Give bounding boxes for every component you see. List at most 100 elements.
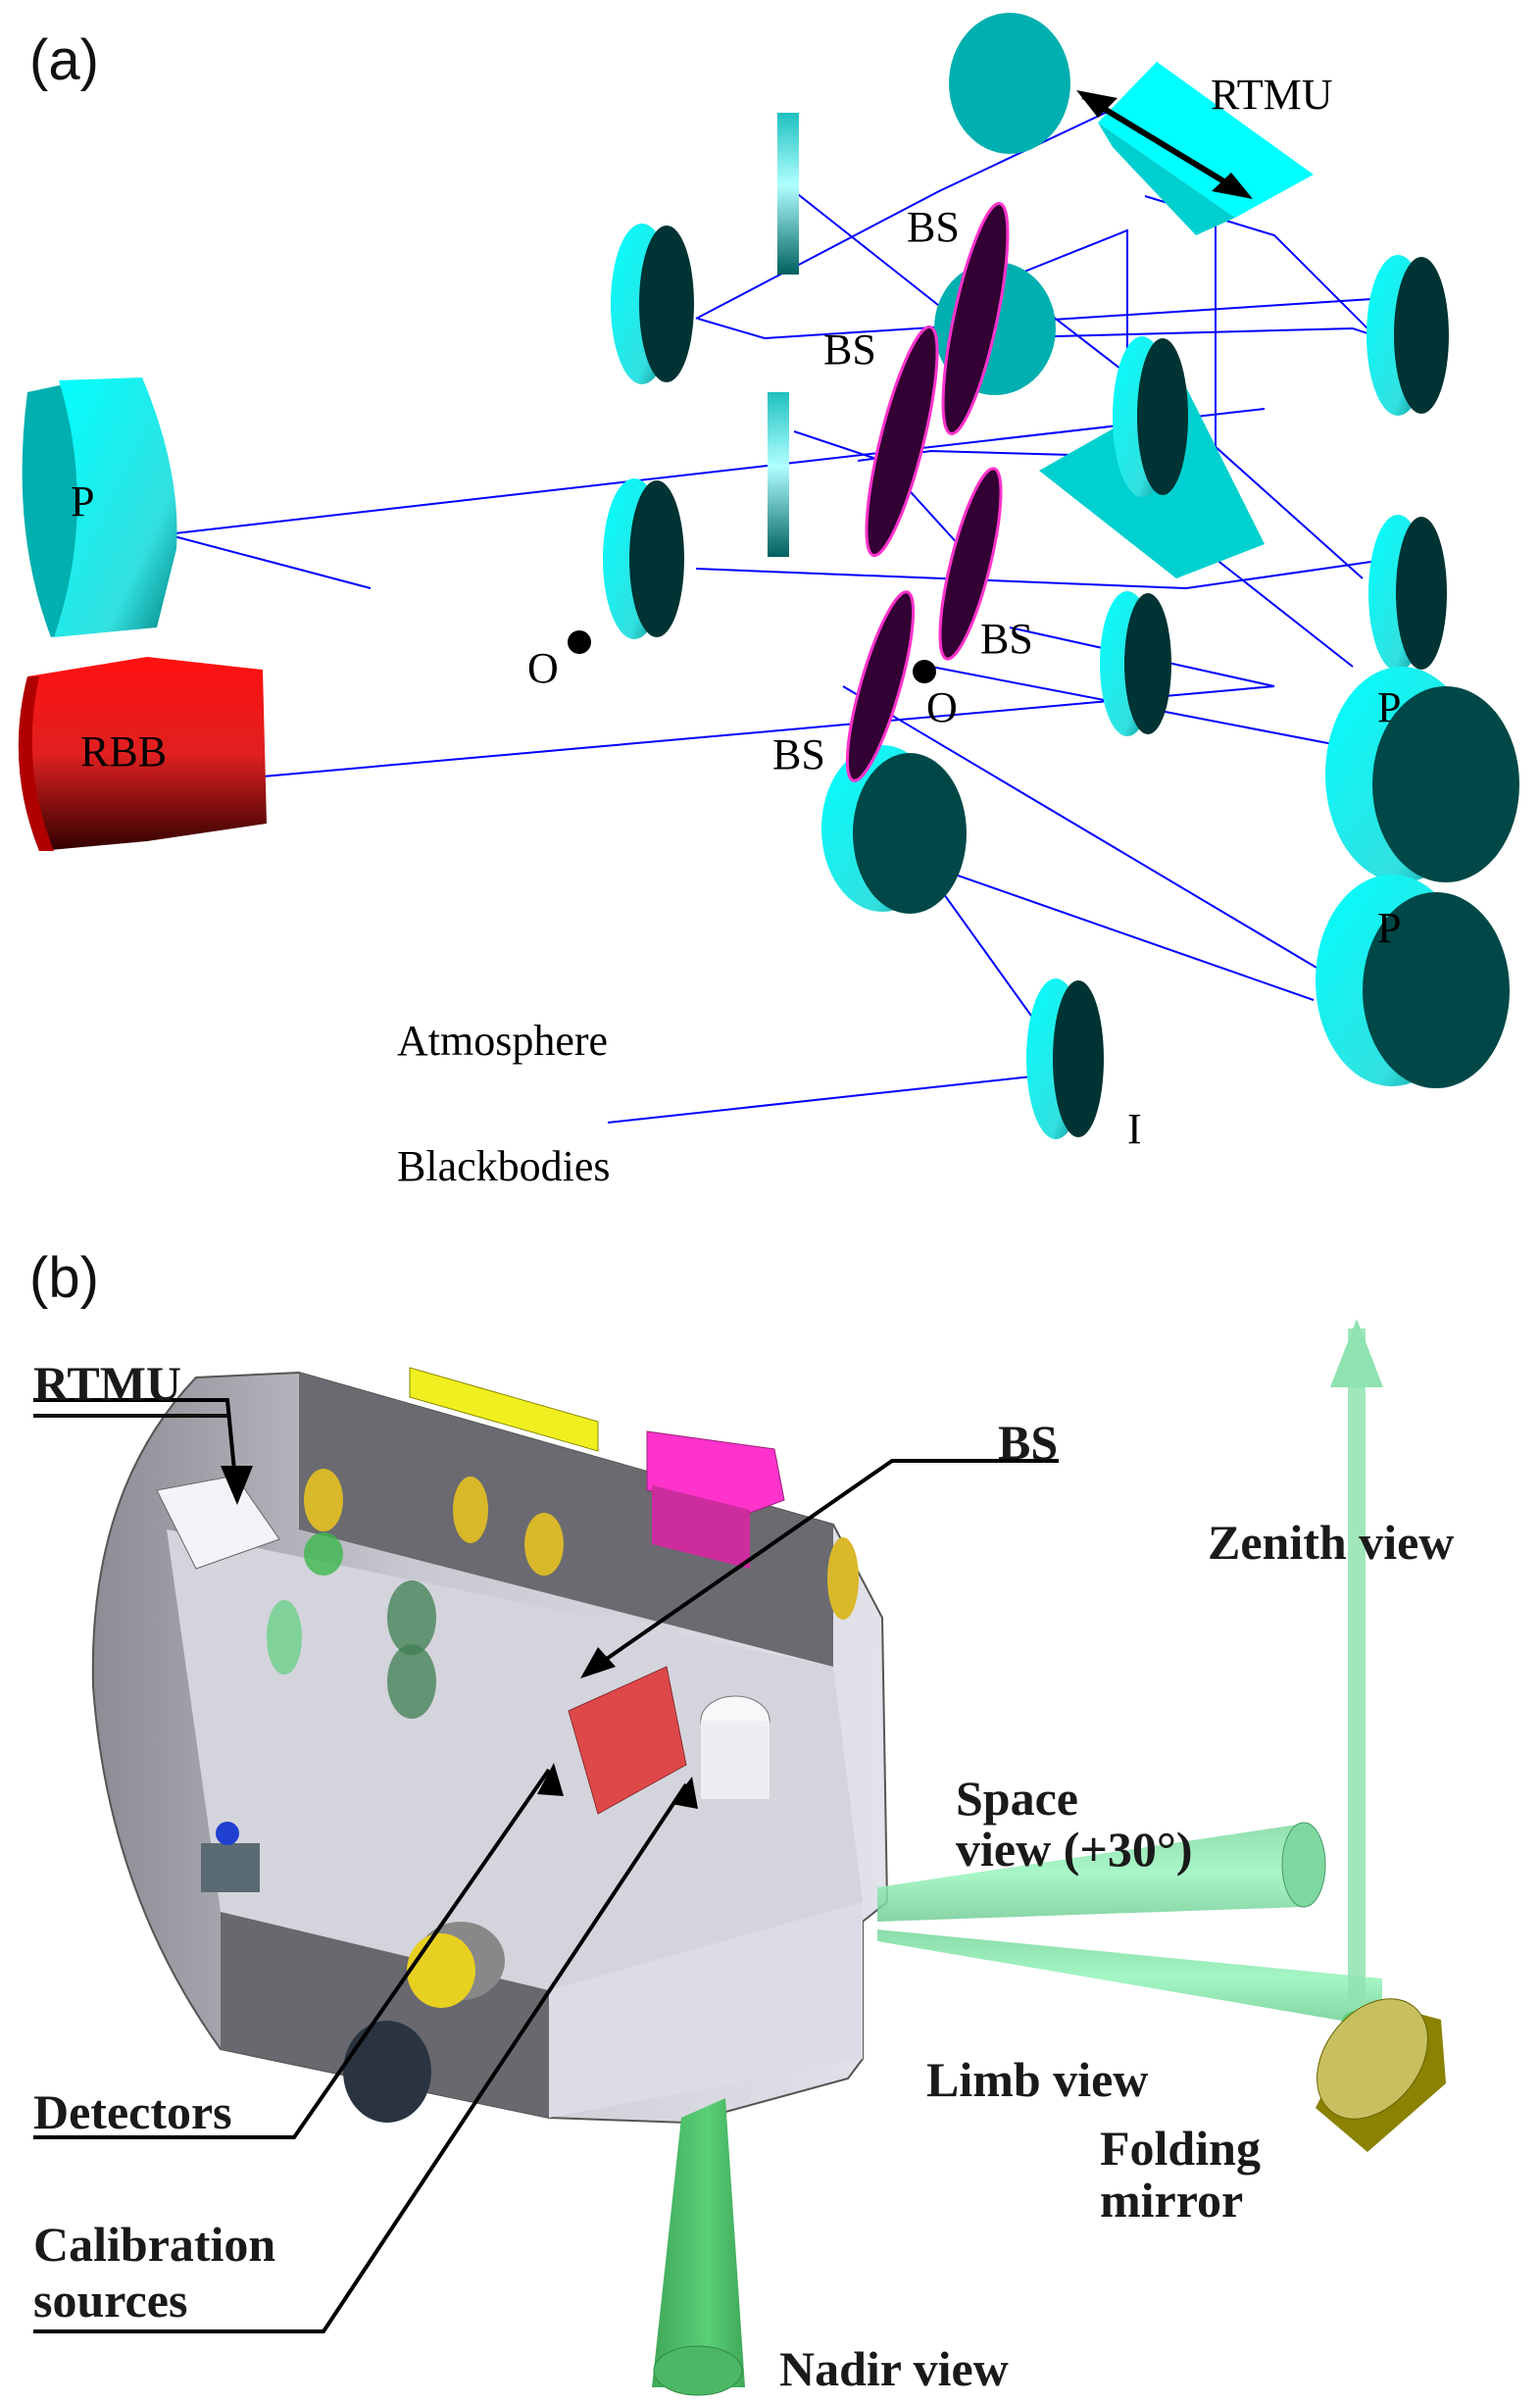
beamsplitter <box>938 467 1003 661</box>
mirror <box>821 745 967 914</box>
optical-schematic <box>18 13 1519 1139</box>
rtmu-roof-shadow <box>1098 123 1235 235</box>
reference-blackbody <box>18 657 268 851</box>
beamsplitter-element <box>387 1644 436 1719</box>
detectors-leader <box>33 1768 551 2139</box>
label-calibration-line1: Calibration <box>33 2217 276 2272</box>
optical-bench <box>167 1529 863 1990</box>
gold-mirror <box>407 1933 475 2008</box>
housing-front-face <box>221 1912 549 2118</box>
label-detectors: Detectors <box>33 2084 232 2139</box>
label-p-right: P <box>1377 904 1402 952</box>
beamsplitter <box>845 590 916 782</box>
leader-lines <box>33 1398 1059 2333</box>
label-rtmu: RTMU <box>1211 71 1333 119</box>
limb-view-beam <box>877 1929 1382 2028</box>
label-bs: BS <box>823 326 876 374</box>
ray <box>842 685 1339 981</box>
ray <box>920 862 1315 1001</box>
zenith-view-beam <box>1348 1328 1366 2015</box>
rtmu-roof-face <box>1098 62 1314 218</box>
label-calibration-line2: sources <box>33 2273 188 2328</box>
panel-a-letter: (a) <box>29 28 99 92</box>
electronics-box-magenta-inner <box>652 1485 750 1569</box>
leader-arrowheads <box>221 1466 698 1809</box>
mirror-i <box>1026 978 1104 1139</box>
panel-b-instrument-cad: (b) RTMU BS Zenith view Space view (+30°… <box>0 1235 1540 2404</box>
label-bs: BS <box>772 730 825 778</box>
focus-point-o-left <box>568 630 591 654</box>
label-space-view-line2: view (+30°) <box>956 1822 1193 1877</box>
gold-mirror <box>304 1469 343 1531</box>
beamsplitters <box>845 202 1010 782</box>
beamsplitter-element <box>387 1580 436 1655</box>
label-i: I <box>1127 1105 1142 1153</box>
space-view-beam <box>877 1824 1304 1922</box>
beamsplitter <box>865 325 939 558</box>
label-bs: BS <box>980 615 1033 663</box>
arrow-head-icon <box>221 1466 253 1505</box>
gold-mirror <box>524 1513 564 1576</box>
instrument-rendering <box>33 1319 1446 2396</box>
folding-mirror <box>1316 1998 1446 2152</box>
ray <box>166 533 372 589</box>
panel-b-letter: (b) <box>29 1246 99 1310</box>
ray <box>607 1073 1060 1124</box>
mirror <box>1366 255 1449 416</box>
gold-mirror <box>827 1537 859 1620</box>
calibration-leader <box>33 1782 688 2333</box>
focus-point-o-right <box>913 660 936 683</box>
label-o: O <box>926 683 958 731</box>
label-rbb: RBB <box>80 727 168 776</box>
rtmu-mirror-disc <box>949 13 1070 154</box>
panel-a-optical-layout: (a) RTMU BS BS BS BS P P P O O RBB I Atm… <box>18 13 1519 1190</box>
label-folding-mirror-line2: mirror <box>1100 2173 1244 2228</box>
compensator-rod <box>777 113 799 275</box>
label-o: O <box>527 644 559 692</box>
arrow-head-icon <box>580 1647 616 1678</box>
electronics-block <box>201 1843 260 1892</box>
ray <box>793 190 1383 340</box>
double-arrow-icon <box>1076 90 1253 199</box>
connector-blue <box>216 1822 239 1845</box>
arrow-head-icon <box>537 1763 564 1796</box>
label-nadir-view: Nadir view <box>779 2341 1009 2396</box>
ray <box>697 298 1373 340</box>
label-rtmu: RTMU <box>33 1358 227 1418</box>
mirror <box>611 224 694 384</box>
nadir-view-beam <box>652 2098 745 2387</box>
beamsplitter <box>941 202 1010 435</box>
compensator-rod <box>768 392 789 557</box>
label-blackbodies: Blackbodies <box>397 1142 611 1190</box>
parabolic-mirror-right-1 <box>1325 667 1519 882</box>
calibration-source-body <box>701 1721 770 1799</box>
mirror <box>1113 336 1188 497</box>
label-atmosphere: Atmosphere <box>397 1017 609 1065</box>
label-space-view-line1: Space <box>956 1771 1078 1826</box>
arrow-head-icon <box>671 1777 698 1809</box>
nadir-port <box>343 2021 431 2123</box>
parabolic-mirrors <box>22 377 1519 1088</box>
instrument-housing <box>91 1371 889 2125</box>
zenith-arrow-head <box>1330 1319 1383 1387</box>
label-p-left: P <box>71 477 95 526</box>
parabolic-mirror-right-2 <box>1316 875 1510 1088</box>
detector-assembly <box>568 1666 687 1815</box>
bs-leader <box>586 1459 1059 1674</box>
rtmu-plate <box>156 1475 280 1570</box>
parabolic-mirror-left <box>22 377 177 637</box>
label-folding-mirror-line1: Folding <box>1100 2121 1261 2176</box>
view-beams <box>652 1319 1383 2396</box>
space-view-beam-end <box>1281 1822 1326 1908</box>
housing-side-face <box>549 1902 863 2118</box>
ray <box>695 558 1393 590</box>
nadir-view-beam-end <box>653 2345 743 2396</box>
gold-mirror <box>453 1477 488 1543</box>
rtmu-lens <box>304 1532 343 1576</box>
ray <box>695 92 1148 320</box>
mirror <box>603 478 684 639</box>
compensator-element <box>267 1600 302 1675</box>
mirror <box>1100 591 1171 736</box>
ray <box>166 408 1266 535</box>
electronics-box-yellow <box>409 1367 599 1452</box>
